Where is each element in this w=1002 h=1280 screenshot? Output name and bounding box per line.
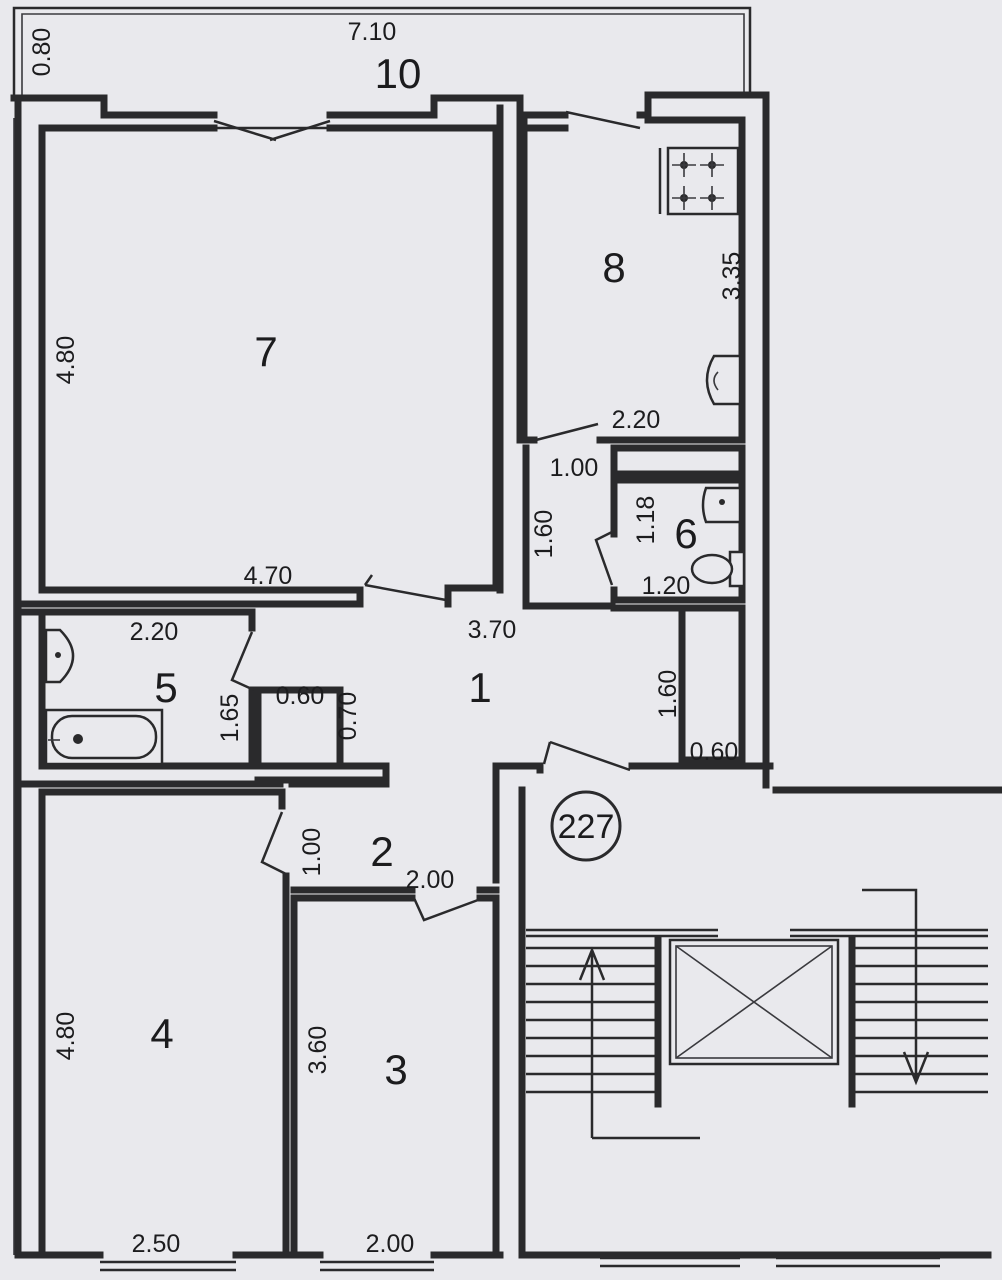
room-4-door xyxy=(260,811,287,876)
dim-wc-width: 1.20 xyxy=(642,572,691,600)
bathroom-sink-icon xyxy=(44,628,75,684)
dim-hall-width: 3.70 xyxy=(468,616,517,644)
dim-balcony-depth: 0.80 xyxy=(28,28,56,77)
apartment-number: 227 xyxy=(558,808,615,846)
stairs-left xyxy=(526,936,700,1140)
exterior-walls xyxy=(10,91,770,1272)
dim-hall2-height: 1.00 xyxy=(298,828,326,877)
dim-room8-width: 2.20 xyxy=(612,406,661,434)
dim-corridor-width: 1.00 xyxy=(550,454,599,482)
room-3-label: 3 xyxy=(384,1046,407,1093)
room-3-door xyxy=(412,897,479,922)
dim-room4-height: 4.80 xyxy=(52,1012,80,1061)
dim-balcony-width: 7.10 xyxy=(348,18,397,46)
room-3-walls xyxy=(290,894,500,1259)
wc-door xyxy=(594,530,614,586)
room-8-label: 8 xyxy=(602,244,625,291)
elevator-shaft xyxy=(668,938,840,1066)
dim-niche-height: 0.70 xyxy=(334,692,362,741)
dim-room7-height: 4.80 xyxy=(52,336,80,385)
room-6-label: 6 xyxy=(674,510,697,557)
room-4-walls xyxy=(38,788,290,1259)
entry-walls xyxy=(16,762,544,894)
bathroom-walls xyxy=(16,608,390,784)
dim-niche-width: 0.60 xyxy=(276,682,325,710)
dim-bath-width: 2.20 xyxy=(130,618,179,646)
dim-room3-height: 3.60 xyxy=(304,1026,332,1075)
room-8-balcony-door xyxy=(565,110,641,130)
bathtub-icon xyxy=(44,708,164,766)
room-2-label: 2 xyxy=(370,828,393,875)
kitchen-sink-icon xyxy=(705,354,742,406)
dim-bath-height: 1.65 xyxy=(216,694,244,743)
room-4-label: 4 xyxy=(150,1010,173,1057)
bathroom-door xyxy=(230,631,255,692)
dim-closet-height: 1.60 xyxy=(654,670,682,719)
dim-room8-height: 3.35 xyxy=(718,252,746,301)
dim-corridor-height: 1.60 xyxy=(530,510,558,559)
room-7-door xyxy=(363,574,447,602)
dim-room4-width: 2.50 xyxy=(132,1230,181,1258)
dim-wc-height: 1.18 xyxy=(632,496,660,545)
room-1-label: 1 xyxy=(468,664,491,711)
room-10-label: 10 xyxy=(375,50,422,97)
room-7-walls xyxy=(16,104,524,608)
room-8-walls xyxy=(520,116,746,444)
room-7-balcony-door xyxy=(213,119,331,142)
toilet-icon xyxy=(690,550,746,588)
dim-closet-width: 0.60 xyxy=(690,738,739,766)
room-7-label: 7 xyxy=(254,328,277,375)
stairs-right xyxy=(848,888,988,1108)
wc-and-closets-walls xyxy=(522,444,774,770)
balcony xyxy=(12,6,752,96)
entrance-door xyxy=(542,740,631,772)
room-8-door xyxy=(535,422,599,442)
room-5-label: 5 xyxy=(154,664,177,711)
stairwell xyxy=(518,786,1002,1268)
apartment-number-badge: 227 xyxy=(550,790,622,862)
wc-sink-icon xyxy=(701,486,742,524)
dim-hall2-width: 2.00 xyxy=(406,866,455,894)
dim-room7-width: 4.70 xyxy=(244,562,293,590)
stove-icon xyxy=(658,146,740,216)
dim-room3-width: 2.00 xyxy=(366,1230,415,1258)
